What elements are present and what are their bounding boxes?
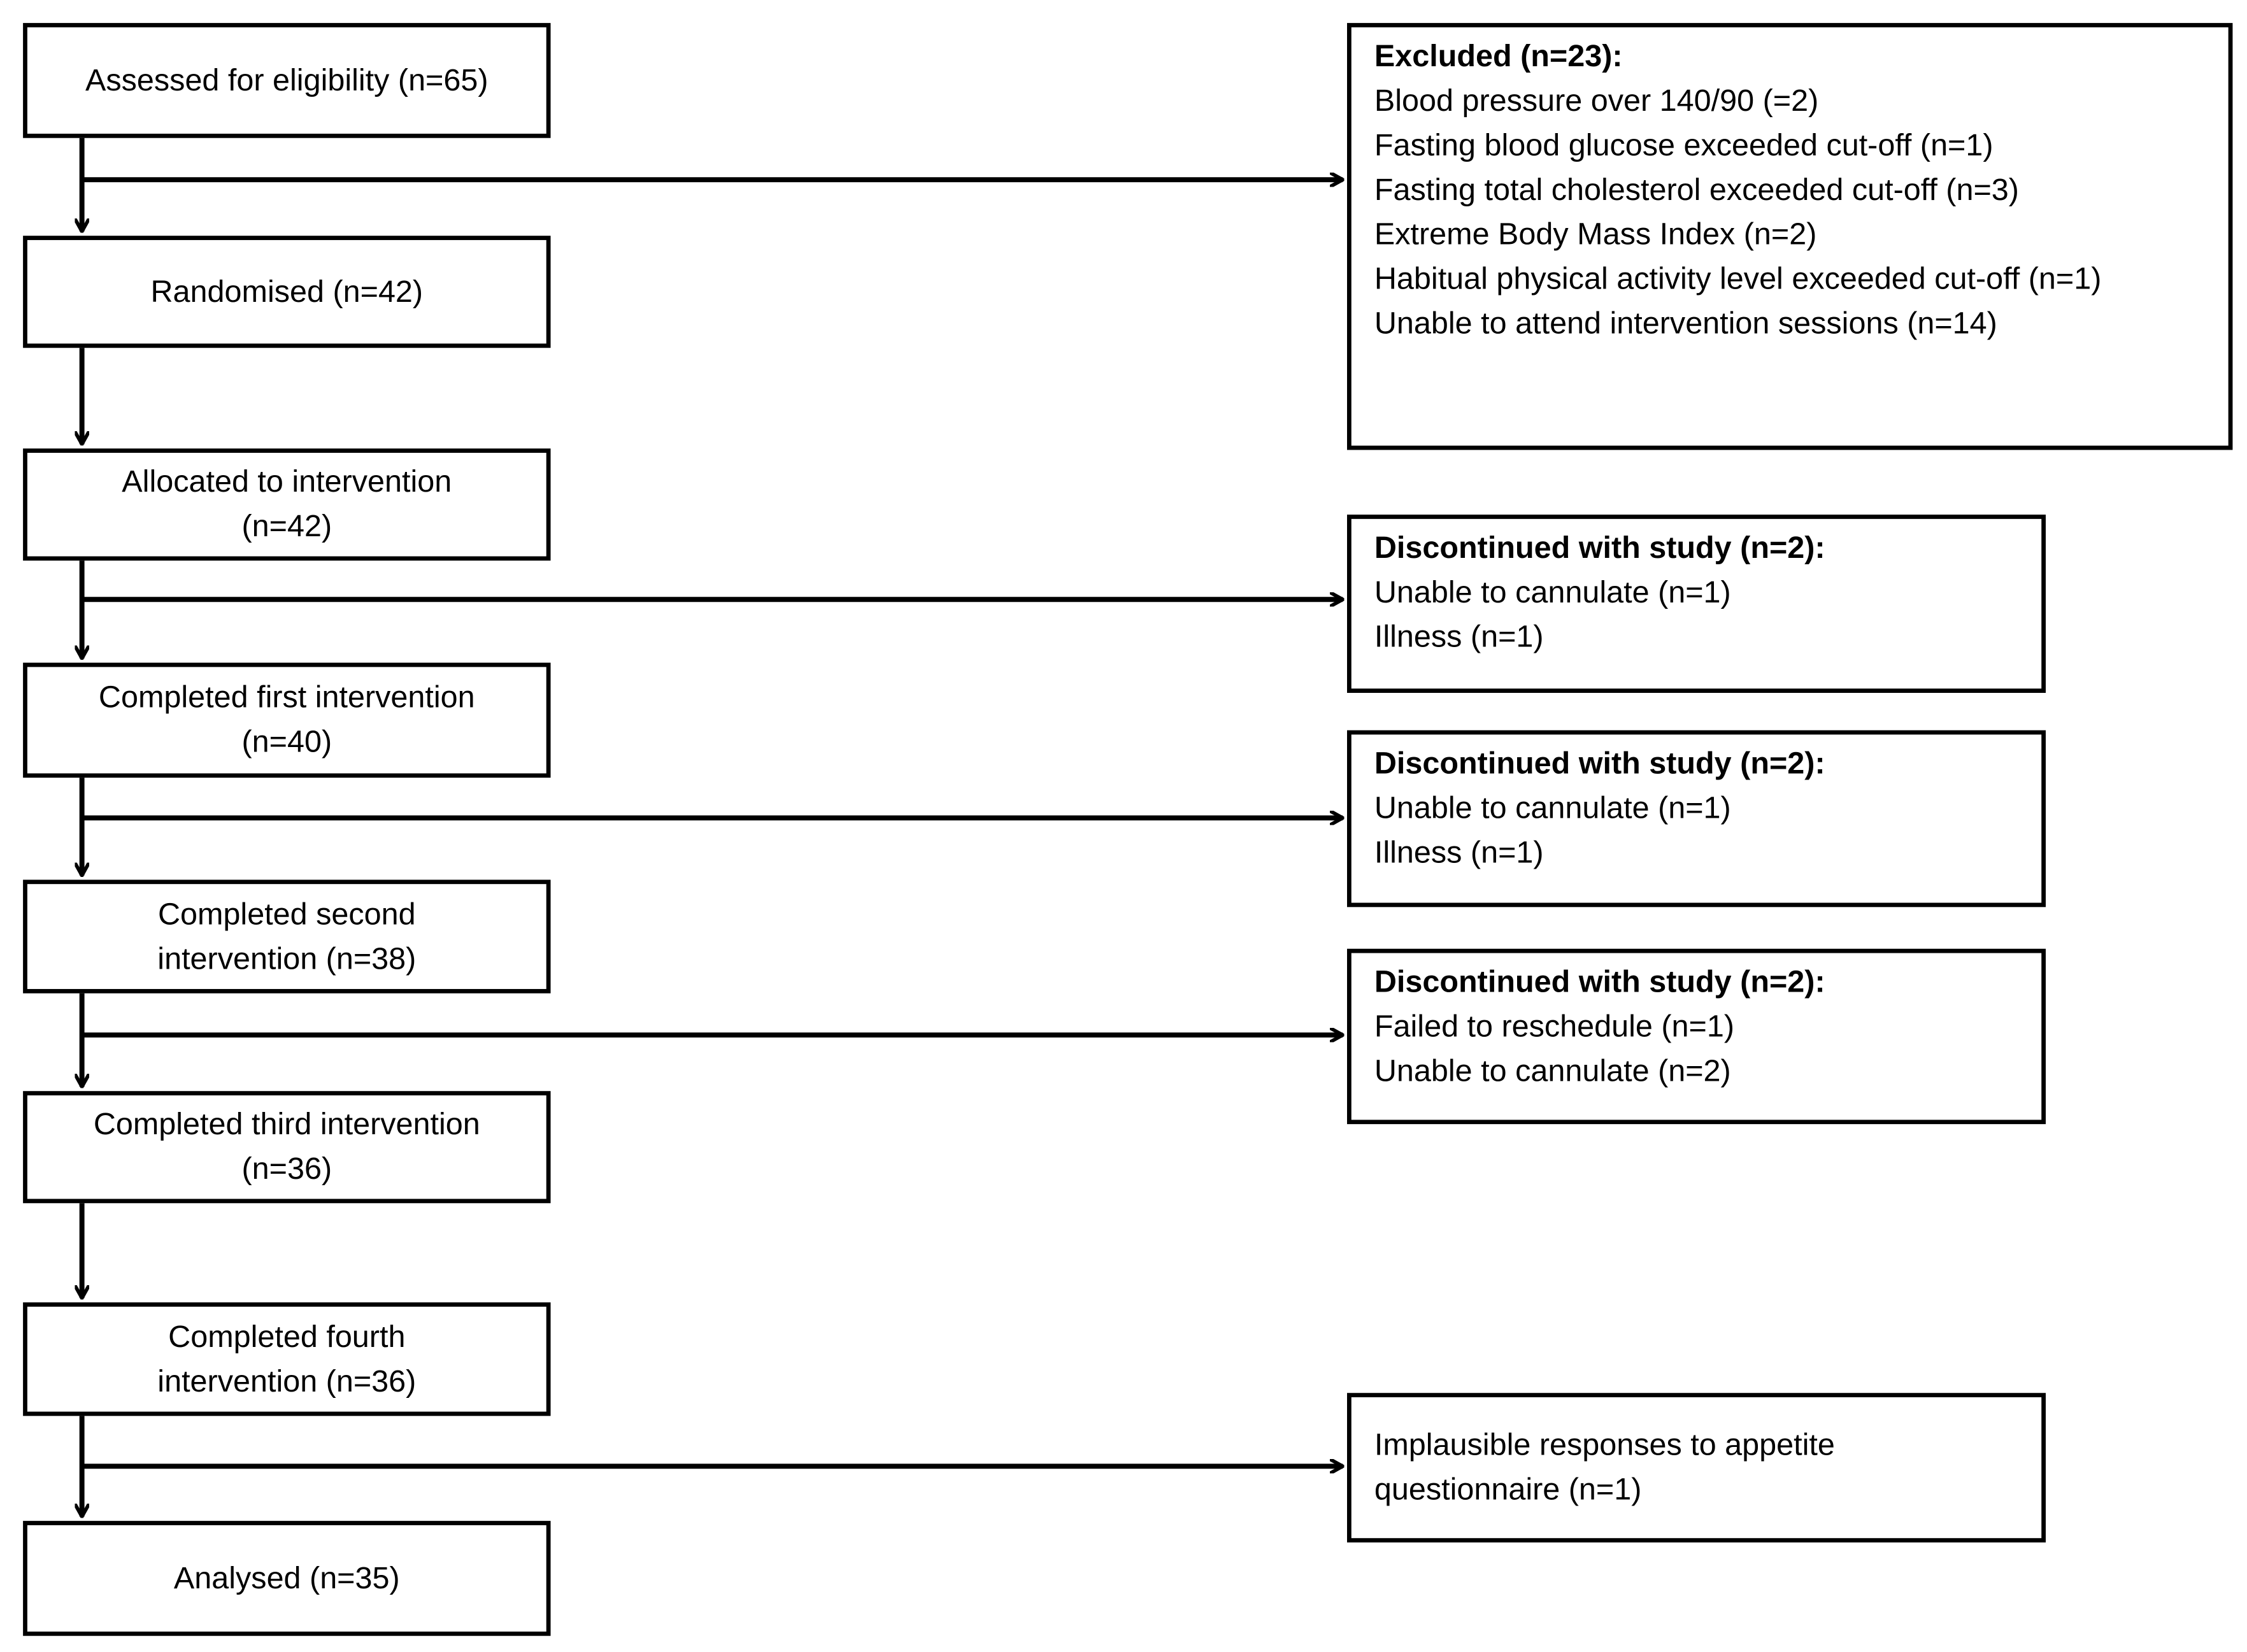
box-title: Excluded (n=23): xyxy=(1374,38,1623,74)
flow-box-third: Completed third intervention (n=36) xyxy=(23,1091,551,1204)
reason: Extreme Body Mass Index (n=2) xyxy=(1374,217,1817,252)
reason: Unable to cannulate (n=1) xyxy=(1374,790,1731,825)
implausible-box: Implausible responses to appetite questi… xyxy=(1346,1393,2046,1542)
box-title: Discontinued with study (n=2): xyxy=(1374,530,1825,566)
reason: Unable to cannulate (n=1) xyxy=(1374,574,1731,610)
box-label: Analysed (n=35) xyxy=(173,1560,400,1595)
box-title: Discontinued with study (n=2): xyxy=(1374,746,1825,781)
reason: Unable to cannulate (n=2) xyxy=(1374,1053,1731,1088)
reason: Implausible responses to appetite questi… xyxy=(1374,1427,1835,1507)
discontinued-box-3: Discontinued with study (n=2): Failed to… xyxy=(1346,948,2046,1125)
flow-box-randomised: Randomised (n=42) xyxy=(23,236,551,348)
reason: Habitual physical activity level exceede… xyxy=(1374,261,2102,296)
flow-box-analysed: Analysed (n=35) xyxy=(23,1521,551,1636)
discontinued-box-2: Discontinued with study (n=2): Unable to… xyxy=(1346,730,2046,908)
reason: Unable to attend intervention sessions (… xyxy=(1374,306,1997,341)
reason: Fasting blood glucose exceeded cut-off (… xyxy=(1374,127,1994,163)
reason: Fasting total cholesterol exceeded cut-o… xyxy=(1374,172,2019,208)
box-title: Discontinued with study (n=2): xyxy=(1374,964,1825,999)
reason: Illness (n=1) xyxy=(1374,835,1544,870)
box-label: Completed second intervention (n=38) xyxy=(157,896,417,976)
box-label: Completed third intervention (n=36) xyxy=(93,1107,480,1186)
excluded-box: Excluded (n=23): Blood pressure over 140… xyxy=(1346,23,2233,450)
reason: Blood pressure over 140/90 (=2) xyxy=(1374,83,1819,118)
box-label: Completed fourth intervention (n=36) xyxy=(157,1318,417,1399)
reason: Illness (n=1) xyxy=(1374,619,1544,655)
box-label: Allocated to intervention (n=42) xyxy=(122,464,452,544)
flow-box-second: Completed second intervention (n=38) xyxy=(23,879,551,993)
flow-box-assessed: Assessed for eligibility (n=65) xyxy=(23,23,551,138)
box-label: Assessed for eligibility (n=65) xyxy=(85,62,489,97)
flow-box-first: Completed first intervention (n=40) xyxy=(23,662,551,778)
reason: Failed to reschedule (n=1) xyxy=(1374,1009,1735,1044)
discontinued-box-1: Discontinued with study (n=2): Unable to… xyxy=(1346,515,2046,693)
flow-box-fourth: Completed fourth intervention (n=36) xyxy=(23,1302,551,1416)
flow-box-allocated: Allocated to intervention (n=42) xyxy=(23,448,551,561)
box-label: Randomised (n=42) xyxy=(150,273,424,309)
box-label: Completed first intervention (n=40) xyxy=(98,680,475,759)
